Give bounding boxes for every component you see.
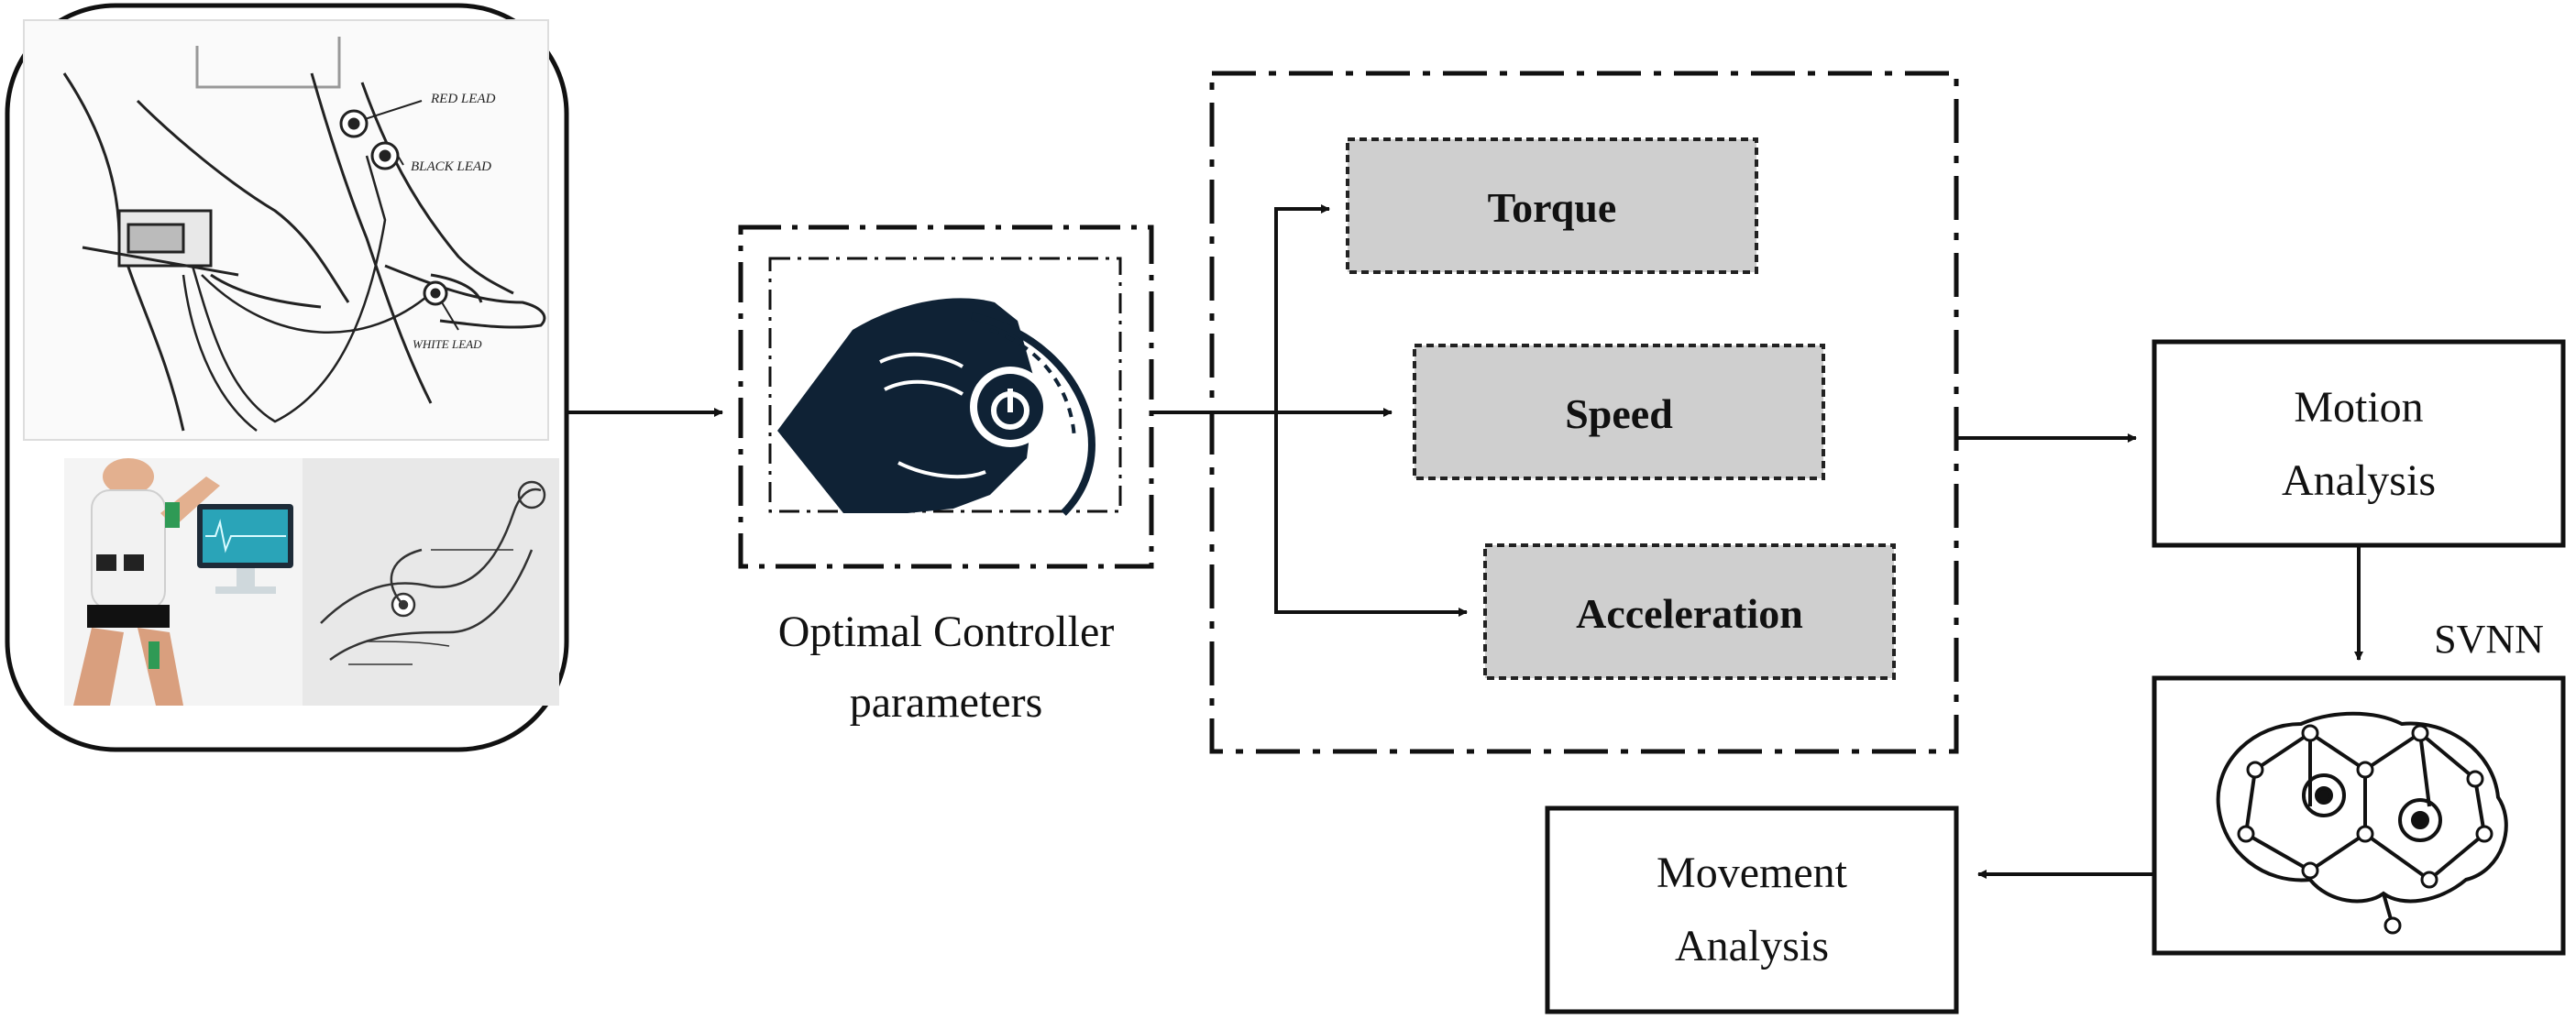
svnn-label: SVNN <box>2434 617 2544 662</box>
neural-nodes <box>2237 724 2493 935</box>
movement-analysis-line2: Analysis <box>1675 922 1829 970</box>
red-lead-label: RED LEAD <box>430 92 496 106</box>
arm-electrode-sketch <box>303 458 559 706</box>
acceleration-label: Acceleration <box>1576 590 1803 637</box>
speed-label: Speed <box>1565 390 1673 437</box>
emg-wearable-sketch <box>23 19 549 441</box>
output-parameters-group: Torque Speed Acceleration <box>1151 71 1959 754</box>
white-lead-label: WHITE LEAD <box>413 337 482 351</box>
neural-brain-icon <box>2216 711 2508 926</box>
movement-analysis-box: Movement Analysis <box>1545 805 1959 1014</box>
motion-analysis-box: Motion Analysis <box>2152 339 2566 548</box>
motion-analysis-line2: Analysis <box>2282 456 2436 505</box>
controller-hand-icon <box>777 298 1095 516</box>
controller-caption-line1: Optimal Controller <box>778 608 1115 656</box>
controller-box <box>738 225 1154 569</box>
acceleration-box: Acceleration <box>1483 543 1896 680</box>
speed-box: Speed <box>1413 344 1825 480</box>
motion-analysis-line1: Motion <box>2294 383 2423 432</box>
controller-caption-line2: parameters <box>850 678 1043 727</box>
torque-label: Torque <box>1488 184 1617 231</box>
torque-box: Torque <box>1346 137 1758 274</box>
black-lead-label: BLACK LEAD <box>411 159 491 174</box>
emg-user-photo <box>64 458 303 706</box>
svnn-box <box>2152 675 2566 956</box>
movement-analysis-line1: Movement <box>1657 849 1848 897</box>
emg-input-panel: RED LEAD BLACK LEAD WHITE LEAD <box>5 3 569 752</box>
